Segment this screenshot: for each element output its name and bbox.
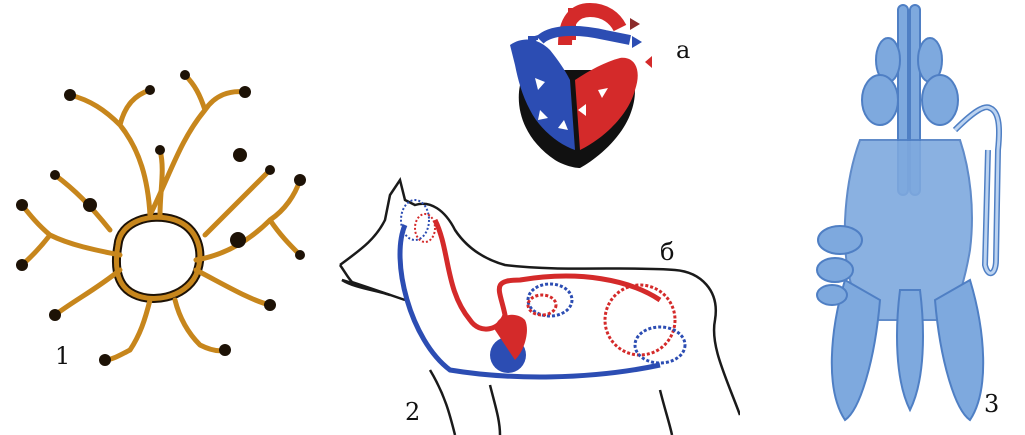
- heart-diagram: а: [480, 0, 700, 180]
- heart-illustration: [480, 0, 700, 180]
- body-label: б: [660, 240, 674, 264]
- heart-label: а: [676, 38, 690, 62]
- branched-structure-illustration: [0, 0, 320, 435]
- figure-3-organ-system: 3: [800, 0, 1025, 435]
- figure-1-label: 1: [55, 344, 70, 368]
- figure-1-branched-structure: 1: [0, 0, 320, 435]
- figure-2-label: 2: [405, 400, 420, 424]
- dog-circulation-illustration: [330, 170, 740, 435]
- figure-3-label: 3: [984, 392, 999, 416]
- circulation-diagram: б 2: [330, 170, 740, 435]
- organ-system-illustration: [800, 0, 1025, 435]
